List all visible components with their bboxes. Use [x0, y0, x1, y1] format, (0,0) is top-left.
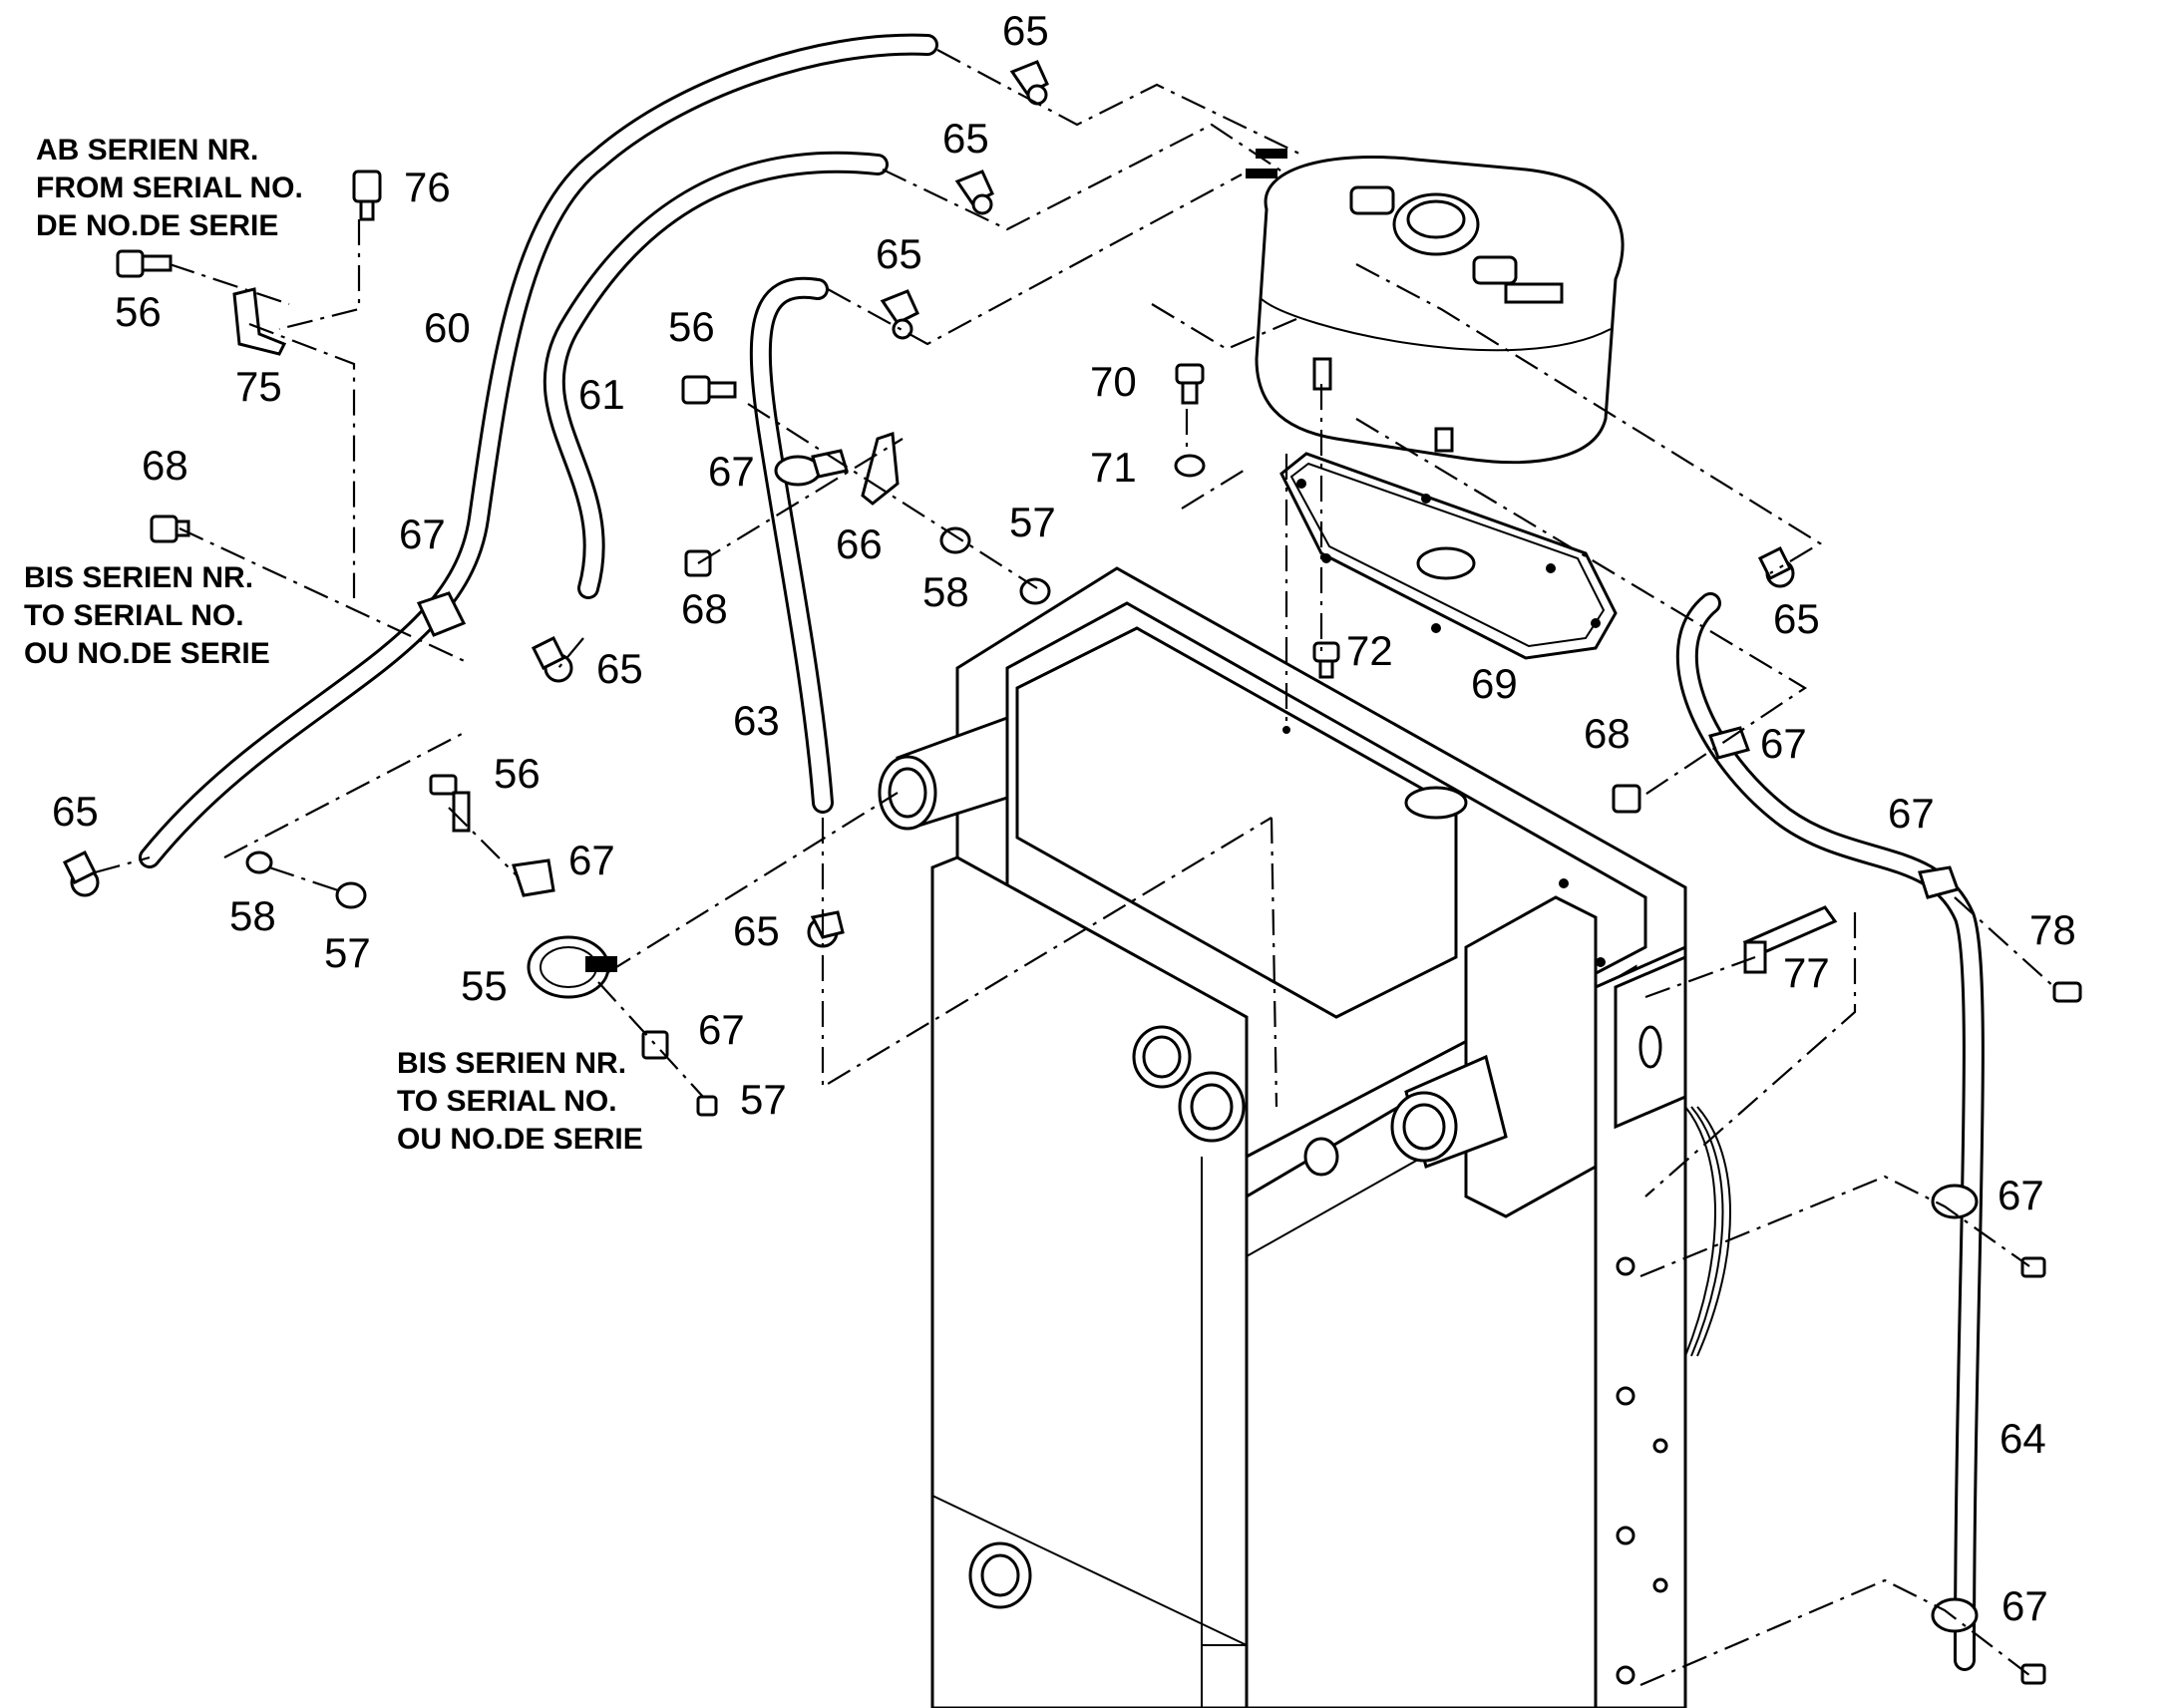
label-78: 78: [2029, 906, 2076, 953]
washer-58-mid: [939, 526, 971, 554]
clamp-65-top-1: [1009, 60, 1049, 106]
clip-67-hose63: [774, 449, 849, 487]
label-65-left: 65: [52, 788, 99, 835]
screw-lower-1: [2020, 1256, 2046, 1278]
plug-68-left: [150, 514, 190, 543]
label-58-mid: 58: [922, 568, 969, 615]
label-57-left: 57: [324, 929, 371, 976]
label-69: 69: [1471, 660, 1518, 707]
label-55: 55: [461, 962, 508, 1009]
clip-67-bottom-1: [512, 858, 555, 897]
label-65-right: 65: [1773, 595, 1820, 642]
clip-67-right-upper: [1708, 726, 1750, 760]
clip-67-lower-2: [1931, 1597, 1979, 1633]
note-bis-serien-left-line1: BIS SERIEN NR.: [24, 561, 254, 594]
label-61: 61: [578, 371, 625, 418]
label-57-mid: 57: [1009, 499, 1056, 545]
hose-60: [139, 33, 938, 868]
bolt-70: [1175, 363, 1205, 405]
note-bis-serien-left-line2: TO SERIAL NO.: [24, 599, 244, 632]
bracket-66: [861, 431, 900, 506]
bolt-72: [1312, 641, 1340, 679]
lower-outlet-neck-right: [1390, 1054, 1508, 1169]
washer-71: [1174, 454, 1206, 478]
note-ab-serien-line1: AB SERIEN NR.: [36, 134, 259, 167]
note-bis-serien-center-line3: OU NO.DE SERIE: [397, 1123, 643, 1156]
label-56-mid: 56: [668, 303, 715, 350]
bracket-75: [232, 287, 287, 356]
note-bis-serien-center: BIS SERIEN NR. TO SERIAL NO. OU NO.DE SE…: [397, 1045, 643, 1159]
plug-68-right: [1612, 784, 1641, 814]
nut-57-mid: [1019, 577, 1051, 605]
label-68-left: 68: [142, 442, 188, 489]
note-bis-serien-left-line3: OU NO.DE SERIE: [24, 637, 270, 670]
bolt-56-mid: [681, 375, 737, 405]
lower-outlet-neck-left: [1132, 1025, 1339, 1177]
label-67-lower-2: 67: [2001, 1582, 2048, 1629]
hose-61: [543, 151, 889, 599]
nut-57-left: [335, 881, 367, 909]
label-60: 60: [424, 304, 471, 351]
label-67-bottom-2: 67: [698, 1006, 745, 1053]
label-67-hose63: 67: [708, 448, 755, 495]
label-68-mid: 68: [681, 585, 728, 632]
label-67-right-mid: 67: [1888, 790, 1935, 837]
clip-67-lower-1: [1931, 1184, 1979, 1219]
label-65-top-2: 65: [942, 115, 989, 162]
note-ab-serien-line2: FROM SERIAL NO.: [36, 171, 303, 204]
label-58-left: 58: [229, 892, 276, 939]
label-56-bottom: 56: [494, 750, 541, 797]
note-bis-serien-left: BIS SERIEN NR. TO SERIAL NO. OU NO.DE SE…: [24, 559, 270, 673]
note-ab-serien: AB SERIEN NR. FROM SERIAL NO. DE NO.DE S…: [36, 132, 303, 245]
hose-63: [749, 276, 834, 814]
nut-57-bottom: [696, 1095, 718, 1117]
label-77: 77: [1783, 949, 1830, 996]
washer-58-left: [245, 851, 273, 874]
label-64: 64: [1999, 1415, 2046, 1462]
label-57-bottom: 57: [740, 1076, 787, 1123]
note-bis-serien-center-line2: TO SERIAL NO.: [397, 1085, 617, 1118]
label-70: 70: [1090, 358, 1137, 405]
clamp-65-top-3: [880, 289, 919, 340]
clip-67-right-mid: [1918, 865, 1960, 899]
label-65-center: 65: [733, 907, 780, 954]
label-72: 72: [1346, 627, 1393, 674]
upper-inlet-neck: [878, 715, 1009, 831]
clamp-65-center: [807, 910, 845, 948]
label-67-right-upper: 67: [1760, 720, 1807, 767]
gasket-plate: [1279, 452, 1618, 660]
bolt-56-bottom: [429, 774, 471, 833]
label-65-mid: 65: [596, 645, 643, 692]
hose-64: [1675, 592, 1985, 1671]
screw-lower-2: [2020, 1663, 2046, 1685]
label-56-left: 56: [115, 288, 162, 335]
clamp-55: [527, 935, 617, 999]
clamp-65-right: [1757, 545, 1795, 588]
clamp-65-top-2: [954, 170, 994, 215]
label-65-top-1: 65: [1002, 7, 1049, 54]
note-bis-serien-center-line1: BIS SERIEN NR.: [397, 1047, 627, 1080]
label-66: 66: [836, 520, 883, 567]
leader-lines: [94, 49, 2055, 1687]
label-63: 63: [733, 697, 780, 744]
label-67-bottom-1: 67: [568, 837, 615, 883]
clip-67-left: [416, 591, 467, 637]
clamp-65-mid: [531, 635, 573, 683]
label-67-left: 67: [399, 511, 446, 557]
label-75: 75: [235, 363, 282, 410]
clamp-65-left: [62, 850, 100, 897]
note-ab-serien-line3: DE NO.DE SERIE: [36, 209, 279, 242]
radiator-assembly: [878, 566, 1731, 1708]
bolt-76: [352, 170, 382, 221]
bolt-78: [2052, 981, 2082, 1003]
bolt-56-left: [116, 249, 173, 278]
expansion-tank: [1246, 149, 1625, 465]
label-76: 76: [404, 164, 451, 210]
bracket-77: [1742, 905, 1838, 974]
label-71: 71: [1090, 444, 1137, 491]
label-67-lower-1: 67: [1998, 1172, 2044, 1218]
label-65-top-3: 65: [876, 230, 922, 277]
label-68-right: 68: [1584, 710, 1631, 757]
